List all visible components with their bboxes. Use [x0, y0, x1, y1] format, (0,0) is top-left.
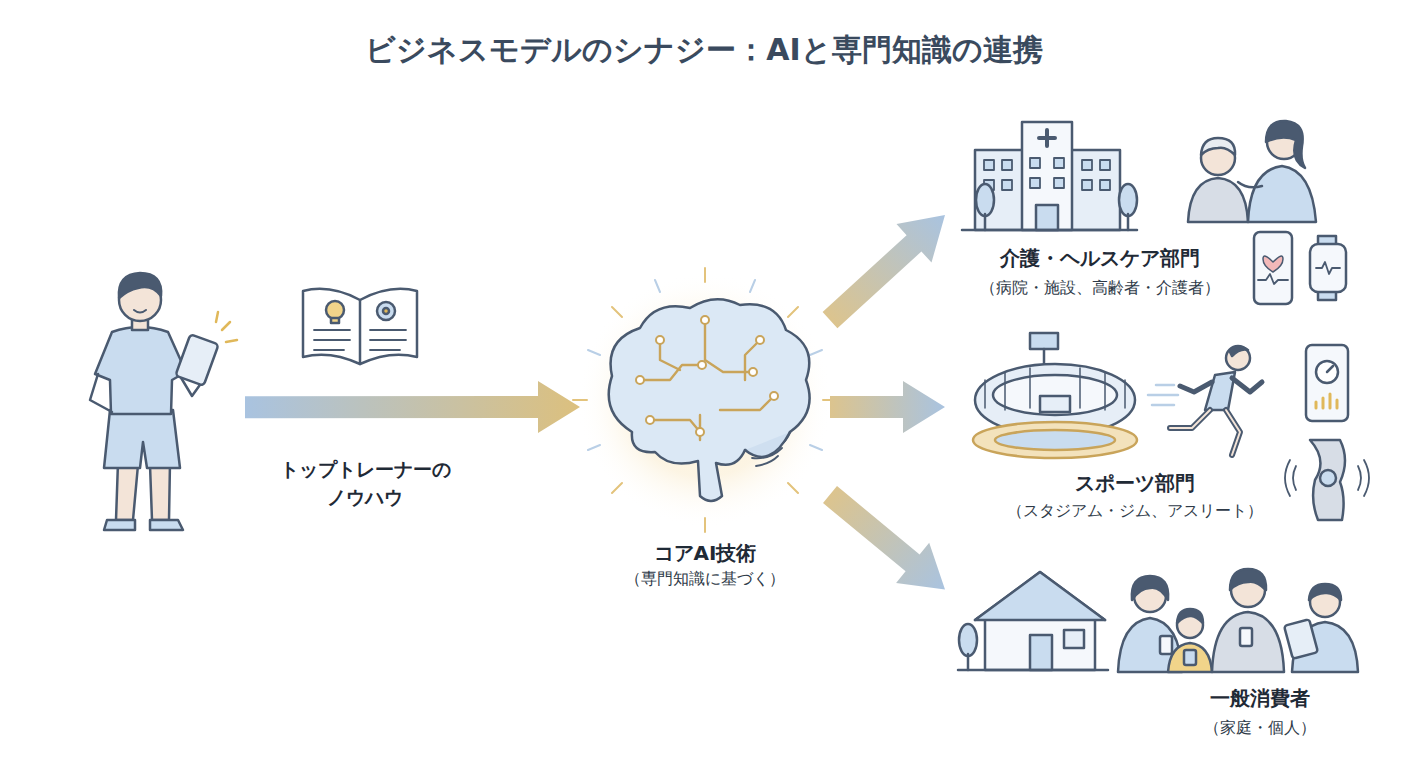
sport-devices	[1285, 345, 1369, 520]
runner	[1148, 346, 1262, 455]
stadium	[973, 333, 1137, 458]
ai-brain	[573, 268, 837, 532]
family-group	[1118, 569, 1358, 672]
node-heading: 介護・ヘルスケア部門	[955, 245, 1245, 271]
health-devices	[1254, 232, 1346, 304]
flow-arrow	[823, 215, 945, 328]
diagram-title: ビジネスモデルのシナジー：AIと専門知識の連携	[0, 30, 1408, 71]
trainer-figure	[90, 273, 237, 530]
node-group: スポーツ部門 （スタジアム・ジム、アスリート）	[945, 330, 1365, 525]
node-subtext: （スタジアム・ジム、アスリート）	[965, 500, 1305, 522]
node-subtext: （家庭・個人）	[1140, 717, 1380, 739]
node-subtext: （病院・施設、高齢者・介護者）	[940, 277, 1260, 299]
flow-arrow	[823, 486, 945, 589]
node-heading: 一般消費者	[1160, 685, 1360, 711]
flow-arrow	[830, 381, 945, 433]
node-heading: トップトレーナーの ノウハウ	[265, 455, 465, 511]
node-subtext: （専門知識に基づく）	[560, 568, 850, 590]
node-heading: コアAI技術	[580, 540, 830, 566]
flow-arrow	[245, 381, 580, 433]
knowledge-book	[303, 289, 417, 364]
house	[958, 572, 1108, 670]
node-heading: スポーツ部門	[985, 470, 1285, 496]
node-group: コアAI技術（専門知識に基づく）	[580, 290, 830, 600]
node-group: トップトレーナーの ノウハウ	[80, 280, 245, 545]
elderly-and-caregiver	[1188, 121, 1316, 222]
node-group: 介護・ヘルスケア部門（病院・施設、高齢者・介護者）	[945, 115, 1335, 315]
node-group: 一般消費者（家庭・個人）	[945, 560, 1370, 745]
hospital-building	[962, 122, 1137, 230]
